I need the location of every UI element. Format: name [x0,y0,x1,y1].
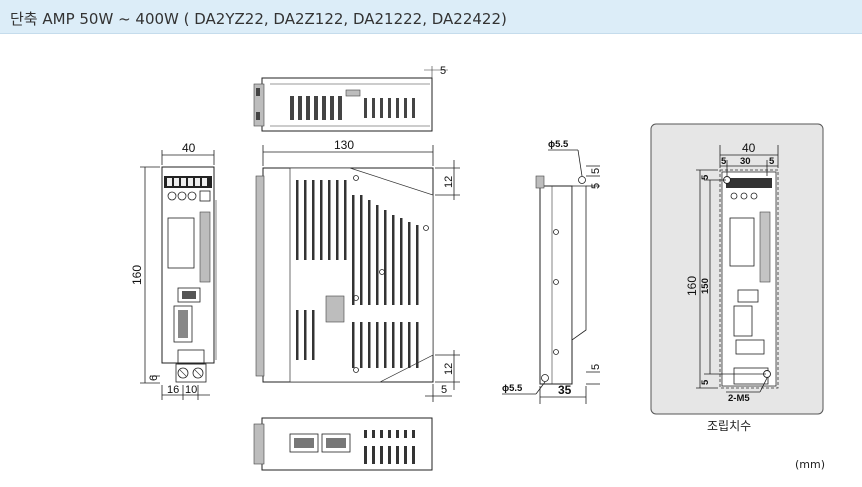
top-view: 5 [253,65,448,132]
back-bottom-right-dim: 5 [590,364,602,370]
side-depth-dim: 130 [334,138,354,152]
front-bottom-right-dim: 10 [185,384,197,396]
back-right-top-dim: 5 [590,168,602,174]
bottom-view [253,417,433,471]
unit-label: (mm) [795,458,825,471]
back-hole-bottom-dim: ϕ5.5 [502,383,523,394]
front-height-dim: 160 [130,265,144,285]
side-bottom-right-dim: 12 [443,363,455,375]
mount-right-margin: 5 [769,156,775,167]
back-right-mid-dim: 5 [590,183,602,189]
back-hole-top-dim: ϕ5.5 [548,139,569,150]
front-view: 40 160 6 16 10 [130,141,217,400]
side-bottom-dim: 5 [441,384,447,396]
mount-bottom-margin: 5 [700,379,711,385]
side-view: 130 12 12 5 [255,138,460,402]
mount-top-margin: 5 [700,174,711,180]
mounting-panel: 40 5 30 5 5 160 150 5 2-M5 [650,123,824,415]
front-bottom-dim: 6 [148,375,160,381]
mount-width-dim: 40 [742,141,756,155]
side-top-right-dim: 12 [443,176,455,188]
back-width-dim: 35 [558,383,572,397]
mount-mid-dim: 30 [740,156,751,167]
dimension-drawing: 5 40 [130,65,825,471]
mount-caption: 조립치수 [707,419,751,433]
mount-left-margin: 5 [721,156,727,167]
mount-height-dim: 160 [685,276,699,296]
title-bar: 단축 AMP 50W ~ 400W ( DA2YZ22, DA2Z122, DA… [0,0,862,34]
side-fins [296,180,419,368]
page-title: 단축 AMP 50W ~ 400W ( DA2YZ22, DA2Z122, DA… [10,10,507,28]
back-view: ϕ5.5 5 5 5 ϕ5.5 35 [502,139,602,404]
top-view-dim: 5 [440,65,446,77]
mount-screw-label: 2-M5 [728,393,750,404]
top-fins [290,89,415,120]
mount-inner-height-dim: 150 [700,278,711,294]
front-bottom-left-dim: 16 [167,384,179,396]
front-width-dim: 40 [182,141,196,155]
